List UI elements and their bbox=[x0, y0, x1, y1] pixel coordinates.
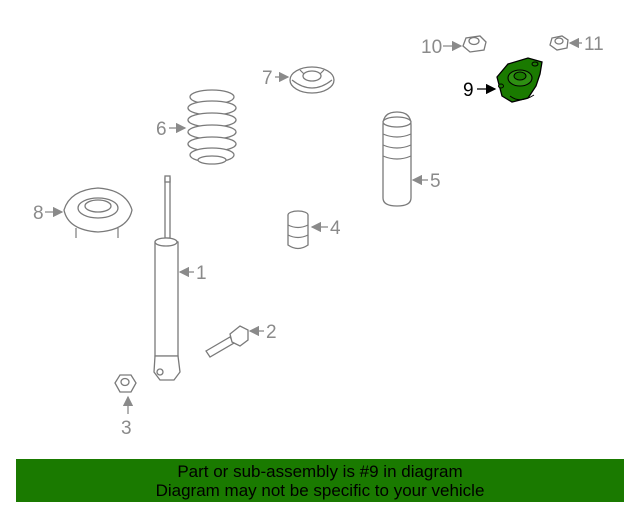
callout-5: 5 bbox=[430, 171, 441, 192]
part-5-dust-boot[interactable] bbox=[382, 111, 412, 207]
info-banner: Part or sub-assembly is #9 in diagram Di… bbox=[16, 459, 624, 502]
part-3-nut[interactable] bbox=[114, 374, 137, 393]
part-10-nut[interactable] bbox=[462, 35, 487, 53]
banner-line-2: Diagram may not be specific to your vehi… bbox=[155, 481, 485, 500]
callout-1: 1 bbox=[196, 263, 207, 284]
part-8-upper-mount[interactable] bbox=[63, 187, 133, 238]
callout-2: 2 bbox=[266, 322, 277, 343]
callout-10: 10 bbox=[421, 37, 442, 58]
callout-8: 8 bbox=[33, 203, 44, 224]
callout-6: 6 bbox=[156, 119, 167, 140]
callout-7: 7 bbox=[262, 68, 273, 89]
part-1-shock-absorber[interactable] bbox=[153, 175, 181, 381]
part-4-bump-stop[interactable] bbox=[287, 210, 309, 250]
callout-3: 3 bbox=[121, 418, 132, 439]
part-11-nut[interactable] bbox=[549, 35, 569, 51]
part-7-spring-seat[interactable] bbox=[289, 66, 335, 94]
callout-9: 9 bbox=[463, 80, 474, 101]
banner-line-1: Part or sub-assembly is #9 in diagram bbox=[177, 462, 463, 481]
part-9-strut-mount[interactable] bbox=[496, 57, 543, 103]
part-6-coil-spring[interactable] bbox=[187, 89, 237, 165]
callout-4: 4 bbox=[330, 218, 341, 239]
part-2-bolt[interactable] bbox=[205, 325, 249, 358]
callout-11: 11 bbox=[584, 34, 604, 55]
